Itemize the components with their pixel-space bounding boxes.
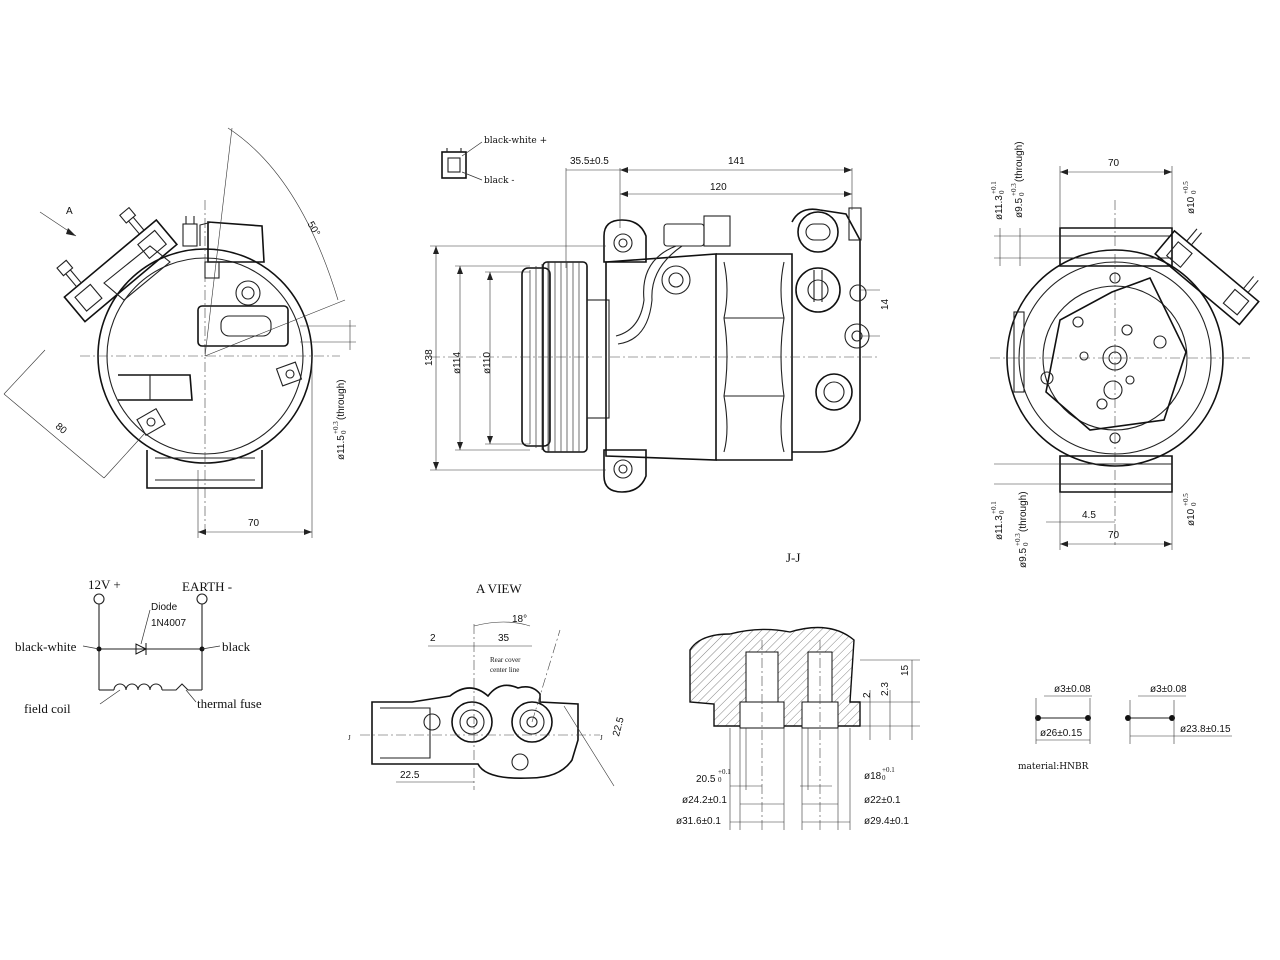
wiring-black-label: black [222, 639, 251, 654]
wiring-field-coil-label: field coil [24, 701, 71, 716]
section-dim-2: 2 [862, 692, 873, 698]
section-dim-20-5: 20.5 [696, 774, 716, 785]
svg-text:+0.1: +0.1 [990, 501, 998, 514]
section-dim-18: ø18 [864, 771, 882, 782]
svg-text:0: 0 [718, 776, 722, 784]
dim-138-label: 138 [424, 349, 435, 366]
svg-text:+0.3: +0.3 [1014, 533, 1022, 546]
dim-80-label: 80 [53, 421, 69, 437]
svg-text:0: 0 [340, 430, 348, 434]
hole-dia-label: ø11.5 [336, 435, 347, 460]
rear-dim-9-5-bot: ø9.5 [1018, 548, 1029, 568]
wiring-diode-model: 1N4007 [151, 618, 186, 629]
dim-110-label: ø110 [482, 352, 493, 374]
rear-dim-4-5: 4.5 [1082, 510, 1096, 521]
a-view-j-left: J [348, 734, 351, 742]
svg-text:+0.1: +0.1 [718, 768, 731, 776]
oring-material: material:HNBR [1018, 762, 1089, 772]
section-dim-15: 15 [900, 664, 911, 676]
rear-dim-70-top: 70 [1108, 158, 1120, 169]
wiring-12v-label: 12V + [88, 577, 121, 592]
svg-text:0: 0 [998, 190, 1006, 194]
rear-dim-10-top: ø10 [1186, 196, 1197, 214]
view-arrow-a: A [66, 206, 73, 217]
a-view-dim-22-5-bottom: 22.5 [400, 770, 420, 781]
section-dim-2-3: 2.3 [880, 682, 891, 696]
connector-neg-label: black - [484, 176, 514, 186]
a-view-dim-35: 35 [498, 633, 510, 644]
a-view-title: A VIEW [476, 581, 522, 596]
rear-dim-11-3-top: ø11.3 [994, 195, 1005, 220]
section-dim-31-6: ø31.6±0.1 [676, 816, 721, 827]
wiring-black-white-label: black-white [15, 639, 77, 654]
section-detail: 2 2.3 15 20.5 +0.1 0 ø24.2±0.1 ø31.6±0.1… [676, 626, 920, 830]
svg-text:0: 0 [998, 510, 1006, 514]
svg-text:0: 0 [882, 774, 886, 782]
wiring-diagram: 12V + EARTH - Diode 1N4007 black-white b… [15, 577, 262, 716]
a-view-angle: 18° [512, 614, 527, 625]
wiring-thermal-fuse-label: thermal fuse [197, 696, 262, 711]
svg-text:(through): (through) [336, 379, 347, 420]
svg-text:0: 0 [1190, 502, 1198, 506]
oring-b-id: ø23.8±0.15 [1180, 724, 1231, 735]
rear-dim-70-bot: 70 [1108, 530, 1120, 541]
dim-120-label: 120 [710, 182, 727, 193]
svg-text:+0.5: +0.5 [1182, 493, 1190, 506]
rear-dim-11-3-bot: ø11.3 [994, 515, 1005, 540]
wiring-diode-label: Diode [151, 602, 178, 613]
section-dim-24-2: ø24.2±0.1 [682, 795, 727, 806]
dim-141-label: 141 [728, 156, 745, 167]
section-jj-label: J-J [786, 550, 800, 565]
svg-text:0: 0 [1190, 190, 1198, 194]
a-view: A VIEW 2 35 18° Rear cover center line 2… [348, 581, 627, 790]
svg-text:(through): (through) [1018, 491, 1029, 532]
svg-text:+0.1: +0.1 [990, 181, 998, 194]
dim-70-label: 70 [248, 518, 260, 529]
svg-text:+0.3: +0.3 [332, 421, 340, 434]
svg-text:+0.1: +0.1 [882, 766, 895, 774]
oring-a-id: ø26±0.15 [1040, 728, 1083, 739]
wiring-earth-label: EARTH - [182, 579, 232, 594]
rear-dim-9-5-top: ø9.5 [1014, 198, 1025, 218]
o-rings: ø3±0.08 ø26±0.15 ø3±0.08 ø23.8±0.15 mate… [1018, 684, 1232, 772]
a-view-dim-22-5-right: 22.5 [611, 716, 627, 738]
svg-text:0: 0 [1022, 542, 1030, 546]
svg-text:+0.5: +0.5 [1182, 181, 1190, 194]
oring-a-cs: ø3±0.08 [1054, 684, 1091, 695]
svg-text:(through): (through) [1014, 141, 1025, 182]
svg-text:0: 0 [1018, 192, 1026, 196]
a-view-j-right: J [600, 734, 603, 742]
dim-14-label: 14 [880, 298, 891, 310]
svg-text:+0.3: +0.3 [1010, 183, 1018, 196]
rear-dim-10-bot: ø10 [1186, 508, 1197, 526]
connector-icon: black-white + black - [441, 136, 547, 186]
a-view-rear-cover: Rear cover [490, 656, 521, 664]
oring-b-cs: ø3±0.08 [1150, 684, 1187, 695]
a-view-center-line: center line [490, 666, 519, 674]
rear-view: 70 ø11.3 +0.1 0 ø9.5 +0.3 0 (through) ø1… [990, 141, 1260, 568]
a-view-dim-2: 2 [430, 633, 436, 644]
side-view: 35.5±0.5 141 120 14 138 ø114 ø110 J-J [424, 156, 891, 565]
section-dim-22: ø22±0.1 [864, 795, 901, 806]
section-dim-29-4: ø29.4±0.1 [864, 816, 909, 827]
dim-114-label: ø114 [452, 352, 463, 374]
front-view: 50° A 80 70 ø11.5 +0.3 0 (through) [3, 127, 356, 538]
connector-pos-label: black-white + [484, 136, 547, 146]
dim-35-5-label: 35.5±0.5 [570, 156, 609, 167]
